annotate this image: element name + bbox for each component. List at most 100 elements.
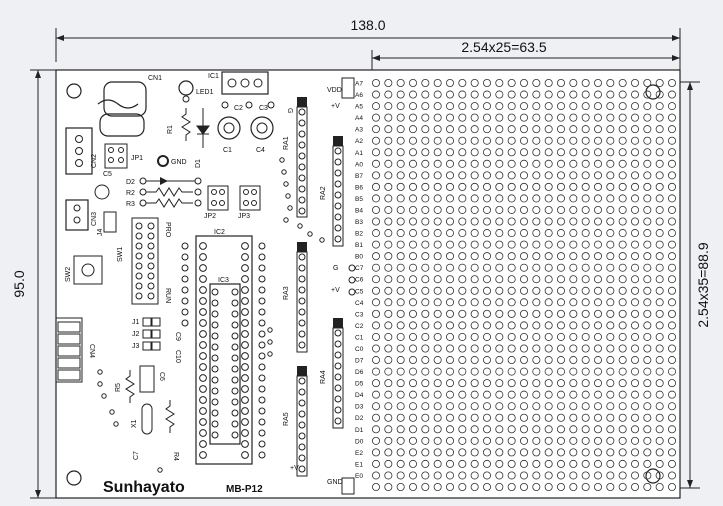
grid-pad	[495, 390, 504, 399]
grid-pad	[618, 309, 627, 318]
grid-pad	[532, 240, 541, 249]
pro-run-pin	[135, 282, 143, 290]
grid-pad	[532, 79, 541, 88]
grid-pad	[655, 159, 664, 168]
ic2-pin	[199, 418, 207, 426]
grid-pad	[507, 171, 516, 180]
grid-pad	[470, 171, 479, 180]
grid-pad	[421, 425, 430, 434]
grid-pad	[618, 367, 627, 376]
ic-side-pin	[258, 385, 266, 393]
grid-pad	[631, 309, 640, 318]
grid-pad	[544, 309, 553, 318]
grid-pad	[618, 240, 627, 249]
grid-pad	[618, 448, 627, 457]
grid-pad	[421, 102, 430, 111]
grid-pad	[470, 448, 479, 457]
ra3-pin	[298, 286, 306, 294]
grid-pad	[606, 379, 615, 388]
grid-pad	[606, 309, 615, 318]
port-label: A6	[355, 92, 363, 99]
grid-pad	[643, 482, 652, 491]
grid-pad	[396, 402, 405, 411]
ra2-label: RA2	[320, 186, 327, 200]
universal-grid	[371, 79, 677, 491]
grid-pad	[458, 90, 467, 99]
grid-pad	[618, 459, 627, 468]
grid-pad	[445, 482, 454, 491]
grid-pad	[445, 194, 454, 203]
ic2-pin	[241, 396, 249, 404]
port-label: C2	[355, 323, 364, 330]
grid-pad	[594, 240, 603, 249]
grid-pad	[532, 263, 541, 272]
ra5-pin	[298, 399, 306, 407]
diode-d2	[160, 177, 168, 185]
grid-pad	[445, 90, 454, 99]
grid-pad	[557, 182, 566, 191]
ic3-pin	[211, 365, 219, 373]
grid-pad	[532, 413, 541, 422]
resistor-r4	[165, 400, 175, 433]
grid-pad	[643, 182, 652, 191]
ra1-pin	[298, 141, 306, 149]
grid-pad	[433, 367, 442, 376]
grid-pad	[470, 298, 479, 307]
grid-pad	[495, 125, 504, 134]
grid-pad	[668, 390, 677, 399]
grid-pad	[631, 125, 640, 134]
grid-pad	[655, 182, 664, 191]
led1-label: LED1	[196, 89, 214, 96]
grid-pad	[532, 102, 541, 111]
grid-pad	[396, 275, 405, 284]
grid-pad	[520, 252, 529, 261]
grid-pad	[408, 367, 417, 376]
grid-pad	[581, 90, 590, 99]
grid-pad	[520, 113, 529, 122]
grid-pad	[631, 436, 640, 445]
ic2-pin	[241, 286, 249, 294]
vdd-label: VDD	[327, 87, 342, 94]
grid-pad	[520, 79, 529, 88]
grid-pad	[433, 471, 442, 480]
grid-pad	[396, 332, 405, 341]
c9-label: C9	[174, 332, 181, 341]
grid-pad	[482, 425, 491, 434]
ic3-pin	[211, 343, 219, 351]
grid-pad	[544, 321, 553, 330]
grid-pad	[408, 205, 417, 214]
grid-pad	[668, 425, 677, 434]
cn4-label: CN4	[88, 344, 95, 358]
grid-pad	[532, 332, 541, 341]
grid-pad	[384, 482, 393, 491]
grid-pad	[532, 252, 541, 261]
ic2-pin	[241, 440, 249, 448]
grid-pad	[470, 379, 479, 388]
port-label: A3	[355, 127, 363, 134]
grid-pad	[421, 90, 430, 99]
grid-pad	[433, 286, 442, 295]
grid-pad	[544, 367, 553, 376]
grid-pad	[482, 205, 491, 214]
grid-pad	[458, 171, 467, 180]
grid-pad	[569, 309, 578, 318]
grid-pad	[421, 286, 430, 295]
grid-pad	[569, 402, 578, 411]
grid-pad	[495, 148, 504, 157]
grid-pad	[371, 379, 380, 388]
grid-pad	[482, 194, 491, 203]
grid-pad	[495, 436, 504, 445]
grid-pad	[421, 413, 430, 422]
ic-side-pin	[258, 451, 266, 459]
grid-pad	[581, 471, 590, 480]
ic2-pin	[199, 385, 207, 393]
grid-pad	[668, 102, 677, 111]
grid-pad	[532, 229, 541, 238]
ra4-pin	[334, 373, 342, 381]
grid-pad	[594, 113, 603, 122]
port-label: D0	[355, 438, 364, 445]
grid-pad	[470, 229, 479, 238]
grid-pad	[421, 159, 430, 168]
grid-pad	[544, 344, 553, 353]
grid-pad	[520, 425, 529, 434]
